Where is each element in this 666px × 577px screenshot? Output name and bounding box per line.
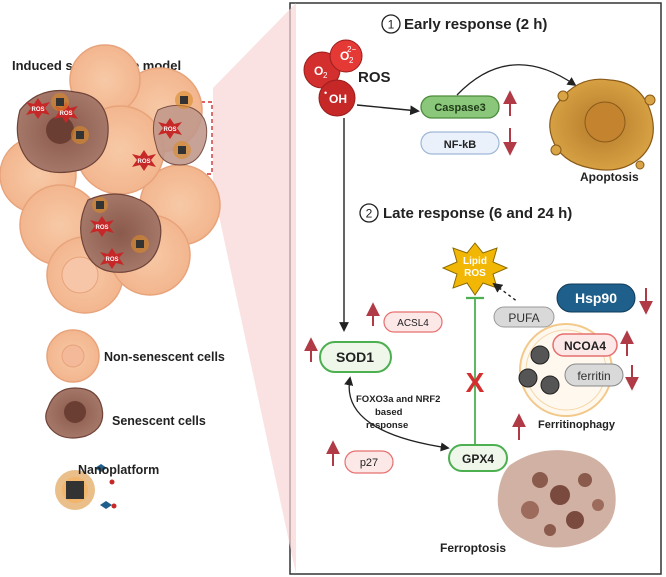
nfkb-box (420, 131, 500, 155)
o2-sub: 2 (323, 71, 328, 80)
lipid-ros-line1: Lipid (463, 256, 487, 267)
sod1-gpx4-arrow (344, 376, 450, 452)
early-response-title: Early response (2 h) (404, 16, 547, 33)
late-response-title: Late response (6 and 24 h) (383, 205, 572, 222)
inhibition-blocked-mark: X (466, 367, 485, 398)
p27-label: p27 (360, 457, 378, 469)
ros-tag: ROS (59, 111, 72, 117)
o2m-label: O (340, 49, 349, 63)
lipid-ros-burst (441, 242, 509, 296)
nfkb-label: NF-kB (444, 139, 476, 151)
gpx4-label: GPX4 (462, 452, 494, 466)
pufa-label: PUFA (508, 311, 539, 325)
ferritin-box (564, 363, 624, 387)
caspase3-box (420, 95, 500, 119)
caspase3-label: Caspase3 (434, 102, 485, 114)
senescent-cell-icon (45, 387, 104, 439)
legend: Non-senescent cells Senescent cells Nano… (45, 329, 225, 510)
ros-tag: ROS (105, 257, 118, 263)
late-number: 2 (366, 207, 373, 221)
acsl4-box (383, 311, 443, 333)
ros-label: ROS (358, 69, 391, 86)
non-senescent-cell-icon (46, 329, 100, 383)
ros-bursts: ROS ROS ROS ROS ROS ROS (26, 98, 182, 269)
o2m-sup: 2− (347, 45, 356, 54)
pufa-box (493, 306, 555, 328)
early-number: 1 (388, 18, 395, 32)
o2-label: O (314, 64, 323, 78)
ncoa4-box (552, 333, 618, 357)
ros-tag: ROS (95, 225, 108, 231)
ros-molecules: O 2 O 2 2− OH • (303, 39, 363, 117)
legend-label: Non-senescent cells (104, 350, 225, 364)
hsp90-label: Hsp90 (575, 290, 617, 306)
legend-label: Nanoplatform (78, 463, 159, 477)
caspase-to-apoptosis-arrow (456, 64, 577, 96)
acsl4-label: ACSL4 (397, 318, 429, 329)
sod1-label: SOD1 (336, 349, 374, 365)
p27-box (344, 450, 394, 474)
o2m-sub: 2 (349, 56, 354, 65)
ferroptotic-cell (497, 450, 616, 548)
gpx4-box (448, 444, 508, 472)
radical-dot: • (324, 88, 327, 98)
zoom-funnel (213, 3, 296, 574)
ros-tag: ROS (163, 127, 176, 133)
lipid-ros-pufa-arrow (492, 282, 519, 303)
ncoa4-label: NCOA4 (564, 339, 606, 353)
legend-label: Senescent cells (112, 414, 206, 428)
ferritin-label: ferritin (577, 369, 610, 383)
lipid-ros-line2: ROS (464, 268, 486, 279)
cell-cluster (0, 44, 221, 314)
oh-label: OH (329, 92, 347, 106)
foxo-line2: based (375, 407, 403, 418)
ros-to-caspase-arrow (356, 104, 420, 116)
ferroptosis-label: Ferroptosis (440, 541, 506, 555)
late-number-badge (359, 203, 379, 223)
nanoplatform-particles (51, 91, 193, 253)
foxo-line1: FOXO3a and NRF2 (356, 394, 440, 405)
ros-tag: ROS (137, 159, 150, 165)
hsp90-box (556, 283, 636, 313)
sod1-box (319, 341, 392, 373)
nanoplatform-icon (55, 464, 117, 510)
ferritinophagy-label: Ferritinophagy (538, 419, 616, 431)
early-number-badge (381, 14, 401, 34)
ros-tag: ROS (31, 107, 44, 113)
apoptosis-label: Apoptosis (580, 170, 639, 184)
foxo-line3: response (366, 420, 408, 431)
apoptotic-cell (549, 78, 656, 171)
